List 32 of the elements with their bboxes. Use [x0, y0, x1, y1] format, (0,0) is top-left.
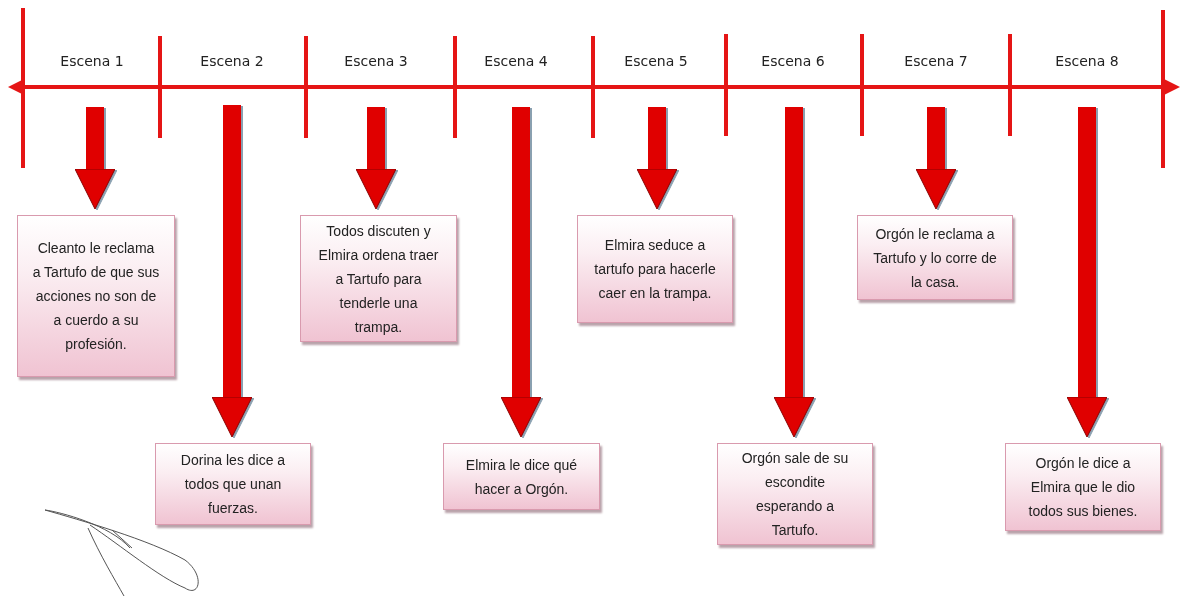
scene-label: Escena 2	[200, 53, 264, 69]
event-text: Orgón sale de su escondite esperando a Tartufo.	[740, 449, 850, 540]
event-box	[1005, 443, 1161, 531]
event-text: Orgón le dice a Elmira que le dio todos sus bienes.	[1027, 454, 1139, 521]
scene-label: Escena 3	[344, 53, 408, 69]
scene-label: Escena 8	[1055, 53, 1119, 69]
scene-label: Escena 6	[761, 53, 825, 69]
event-box	[857, 215, 1013, 300]
event-box	[717, 443, 873, 545]
scene-label: Escena 4	[484, 53, 548, 69]
event-box	[155, 443, 311, 525]
scene-label: Escena 7	[904, 53, 968, 69]
event-text: Todos discuten y Elmira ordena traer a Tartufo para tenderle una trampa.	[317, 221, 440, 337]
block-arrow	[355, 107, 397, 210]
event-text: Elmira seduce a tartufo para hacerle caer en la trampa.	[593, 236, 717, 303]
event-text: Orgón le reclama a Tartufo y lo corre de la casa.	[872, 224, 998, 292]
block-arrow	[74, 107, 116, 210]
block-arrow	[500, 107, 542, 438]
event-text: Dorina les dice a todos que unan fuerzas.	[179, 451, 287, 518]
event-box	[577, 215, 733, 323]
block-arrow	[1066, 107, 1108, 438]
event-text: Cleanto le reclama a Tartufo de que sus acciones no son de a cuerdo a su profesión.	[32, 239, 160, 354]
block-arrow	[211, 105, 253, 438]
event-text: Elmira le dice qué hacer a Orgón.	[464, 455, 579, 499]
block-arrow	[915, 107, 957, 210]
block-arrow	[773, 107, 815, 438]
scene-label: Escena 5	[624, 53, 688, 69]
scene-label: Escena 1	[60, 53, 124, 69]
event-box	[17, 215, 175, 377]
event-box	[300, 215, 457, 342]
event-box	[443, 443, 600, 510]
block-arrow	[636, 107, 678, 210]
